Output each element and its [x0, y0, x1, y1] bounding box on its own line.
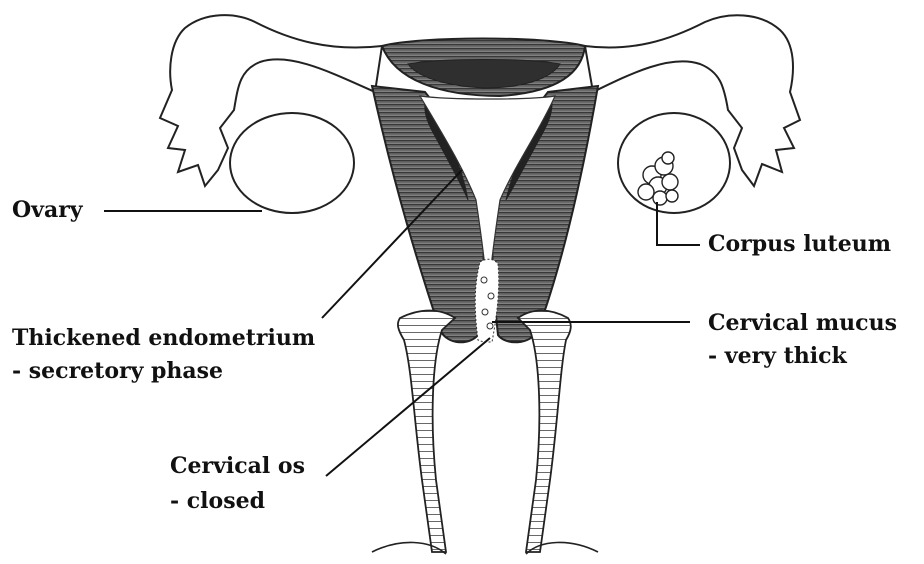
- cervical-mucus: [475, 259, 499, 342]
- label-cervical-mucus-line2: - very thick: [708, 342, 847, 371]
- vagina-left-wall: [398, 311, 455, 553]
- label-corpus-luteum: Corpus luteum: [708, 230, 891, 259]
- label-endometrium-line2: - secretory phase: [12, 357, 223, 386]
- label-ovary: Ovary: [12, 196, 83, 225]
- left-ovary: [230, 113, 354, 213]
- label-cervical-os-line1: Cervical os: [170, 452, 305, 481]
- label-endometrium-line1: Thickened endometrium: [12, 324, 315, 353]
- label-cervical-mucus-line1: Cervical mucus: [708, 309, 897, 338]
- vagina-right-wall: [518, 311, 571, 553]
- label-cervical-os-line2: - closed: [170, 487, 265, 516]
